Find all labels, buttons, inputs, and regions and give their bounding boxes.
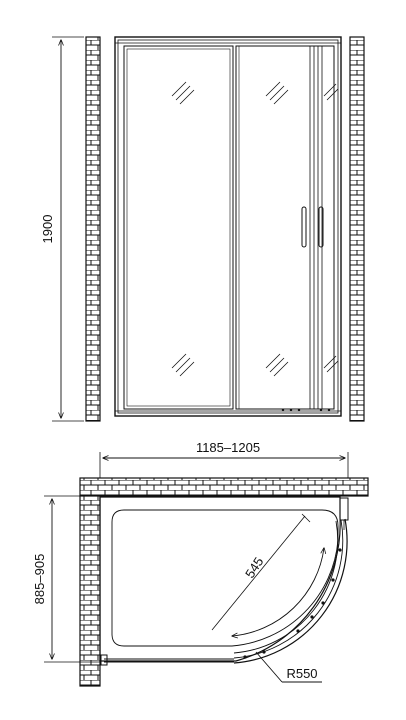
side-wall-plan [79, 495, 101, 687]
front-elevation: 1900 [40, 36, 365, 422]
plan-view: 545 1185–1205 885–905 R550 [32, 440, 369, 687]
door-opening-dimension-arc [232, 548, 324, 636]
radius-label: R550 [286, 666, 317, 681]
back-wall-plan [79, 477, 369, 497]
enclosure-frame [114, 36, 342, 417]
door-handle-left [301, 206, 307, 248]
sliding-door-panel [235, 45, 335, 410]
shower-tray [99, 496, 341, 662]
depth-dimension-label: 885–905 [32, 554, 47, 605]
height-dimension-label: 1900 [40, 215, 55, 244]
door-opening-label: 545 [242, 554, 266, 580]
right-wall-elevation [349, 36, 365, 422]
glass-reflection-marks [171, 81, 339, 377]
width-dimension-label: 1185–1205 [196, 440, 260, 455]
door-handle-right [318, 206, 324, 248]
tray-basin [111, 509, 339, 647]
curved-door-outer [233, 518, 348, 664]
fixed-glass-panel [123, 45, 234, 410]
radius-leader-line [255, 651, 283, 683]
left-wall-elevation [85, 36, 101, 422]
